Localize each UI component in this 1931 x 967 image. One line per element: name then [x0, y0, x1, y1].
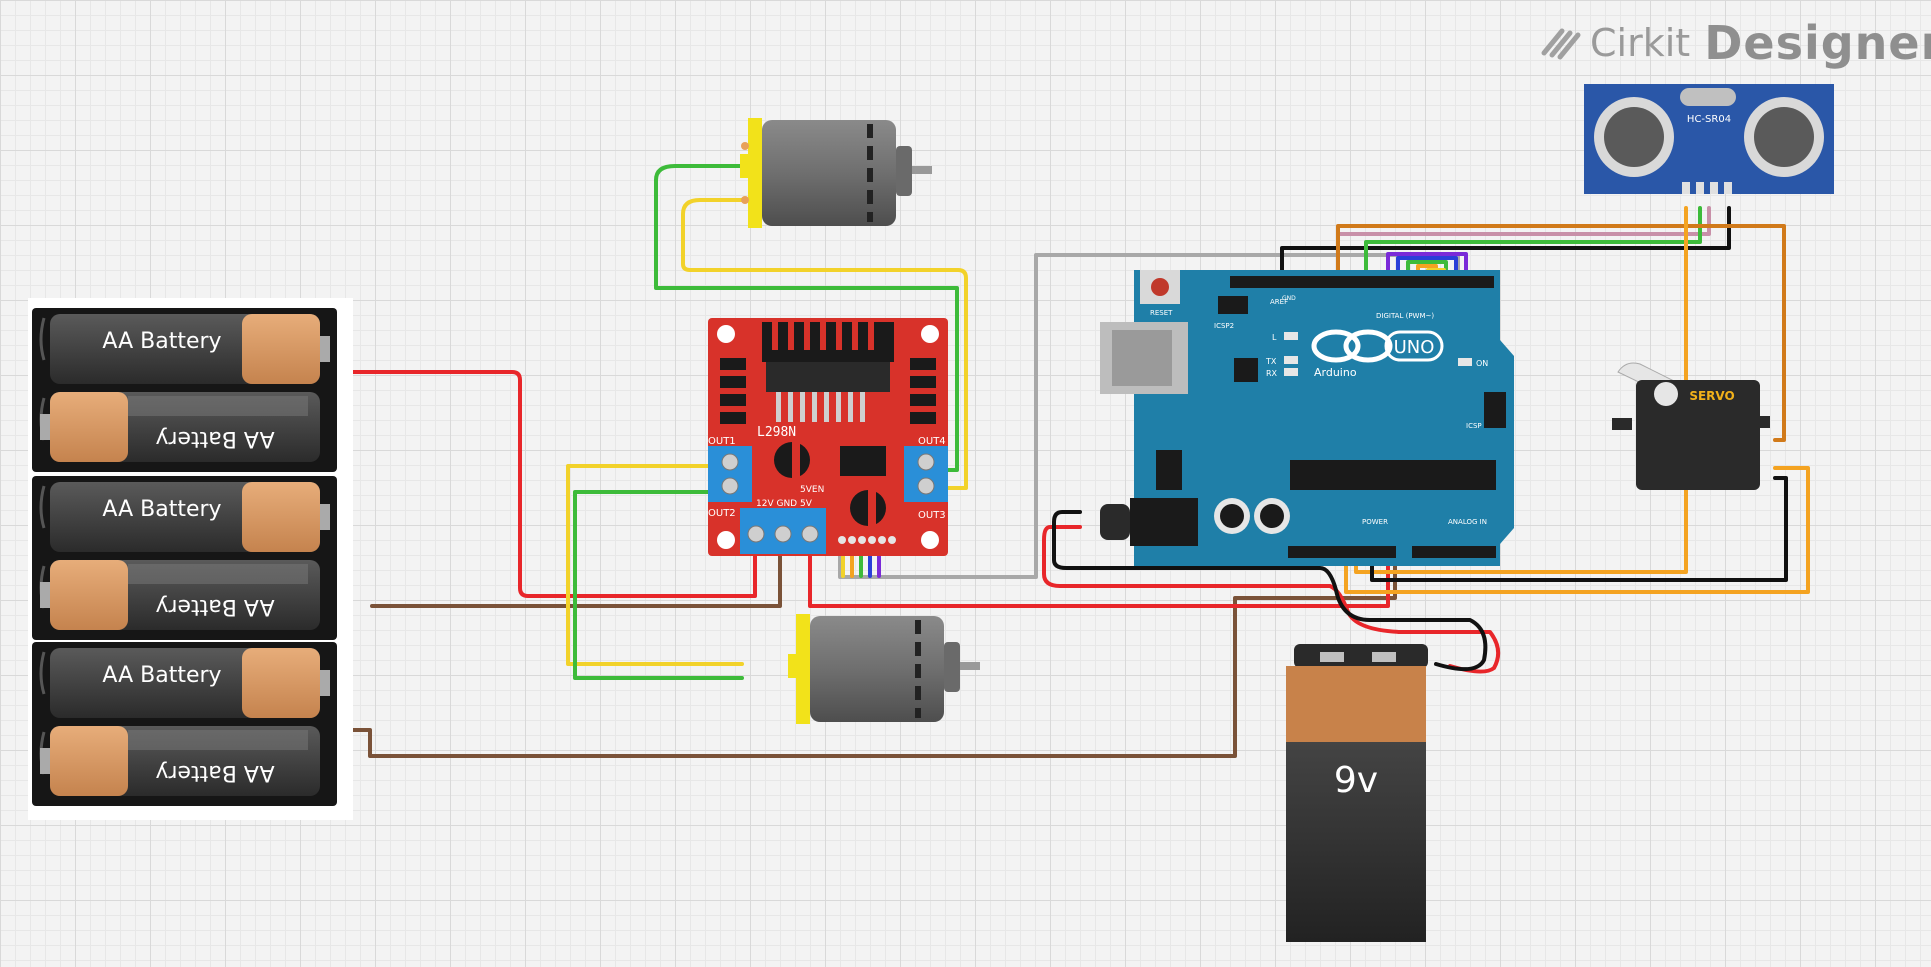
battery-9v[interactable]: 9v — [1286, 644, 1428, 942]
pin-vcc[interactable] — [1682, 182, 1690, 194]
icsp-label: ICSP — [1466, 422, 1482, 430]
servo-motor[interactable]: SERVO — [1612, 362, 1770, 490]
battery-label: AA Battery — [102, 497, 221, 522]
battery-label: AA Battery — [102, 329, 221, 354]
sven-label: 5VEN — [800, 485, 824, 495]
dc-motor-bottom[interactable] — [788, 614, 980, 724]
wire-motor1-green[interactable] — [654, 164, 959, 472]
cirkit-logo-icon — [1541, 28, 1581, 60]
tx-label: TX — [1265, 357, 1277, 366]
analog-label: ANALOG IN — [1448, 518, 1487, 526]
pin-gnd[interactable] — [1724, 182, 1732, 194]
rx-label: RX — [1266, 369, 1278, 378]
pin-trig[interactable] — [1696, 182, 1704, 194]
brand-cirkit: Cirkit — [1590, 21, 1691, 65]
battery-holder-3[interactable]: AA Battery AA Battery — [32, 642, 337, 806]
arduino-brand: Arduino — [1314, 366, 1357, 379]
l-led-label: L — [1272, 333, 1277, 342]
battery-9v-label: 9v — [1334, 760, 1378, 801]
l298n-motor-driver[interactable]: L298N OUT1 OUT2 OUT4 OUT3 12V GND 5V 5VE… — [708, 318, 948, 556]
dc-motor-top[interactable] — [740, 118, 932, 228]
icsp2-label: ICSP2 — [1214, 322, 1234, 330]
power-label: POWER — [1362, 518, 1388, 526]
power-pins-label: 12V GND 5V — [756, 499, 813, 509]
hc-sr04-ultrasonic-sensor[interactable]: HC-SR04 — [1584, 84, 1834, 194]
wire-motor1-yellow[interactable] — [681, 198, 968, 490]
wire-motor2-green[interactable] — [573, 490, 744, 680]
wire-servo-signal[interactable] — [1336, 224, 1786, 442]
wire-battery-positive[interactable] — [343, 370, 757, 598]
battery-holder-1[interactable]: AA Battery AA Battery — [32, 308, 337, 472]
out4-label: OUT4 — [918, 436, 946, 447]
battery-label: AA Battery — [155, 426, 274, 451]
driver-label: L298N — [757, 425, 796, 440]
arduino-model: UNO — [1394, 337, 1435, 358]
motor-terminal[interactable] — [741, 142, 749, 150]
arduino-uno[interactable]: RESET ICSP2 DIGITAL (PWM~) AREF GND UNO … — [1100, 270, 1514, 566]
out2-label: OUT2 — [708, 508, 736, 519]
battery-holder-2[interactable]: AA Battery AA Battery — [32, 476, 337, 640]
wire-d-purple[interactable] — [1386, 252, 1468, 285]
out1-label: OUT1 — [708, 436, 736, 447]
wire-group — [336, 164, 1810, 758]
cirkit-designer-logo: Cirkit Designer — [1540, 16, 1931, 70]
battery-label: AA Battery — [155, 760, 274, 785]
gnd-label: GND — [1282, 295, 1296, 302]
battery-label: AA Battery — [155, 594, 274, 619]
battery-label: AA Battery — [102, 663, 221, 688]
on-label: ON — [1476, 359, 1488, 368]
wire-driver-5v[interactable] — [808, 526, 1390, 608]
atmega-chip — [1290, 460, 1496, 490]
aref-label: AREF — [1270, 298, 1288, 306]
servo-label: SERVO — [1689, 389, 1734, 403]
wire-servo-vcc[interactable] — [1344, 466, 1810, 594]
out3-label: OUT3 — [918, 510, 946, 521]
digital-label: DIGITAL (PWM~) — [1376, 312, 1434, 320]
analog-header[interactable] — [1412, 546, 1496, 558]
power-header[interactable] — [1288, 546, 1396, 558]
wire-motor2-yellow[interactable] — [566, 464, 744, 666]
motor-terminal[interactable] — [741, 196, 749, 204]
sensor-model: HC-SR04 — [1687, 114, 1731, 125]
reset-label: RESET — [1150, 309, 1173, 317]
icsp-header[interactable] — [1484, 392, 1506, 428]
digital-header[interactable] — [1230, 276, 1494, 288]
pin-echo[interactable] — [1710, 182, 1718, 194]
aa-battery-pack[interactable]: AA Battery AA Battery AA Battery AA Batt… — [28, 298, 353, 820]
brand-designer: Designer — [1704, 16, 1931, 70]
wire-battery-ground[interactable] — [343, 546, 1397, 758]
dc-jack[interactable] — [1130, 498, 1198, 546]
wire-servo-gnd[interactable] — [1370, 476, 1788, 582]
arduino-logo: UNO Arduino — [1311, 329, 1444, 379]
